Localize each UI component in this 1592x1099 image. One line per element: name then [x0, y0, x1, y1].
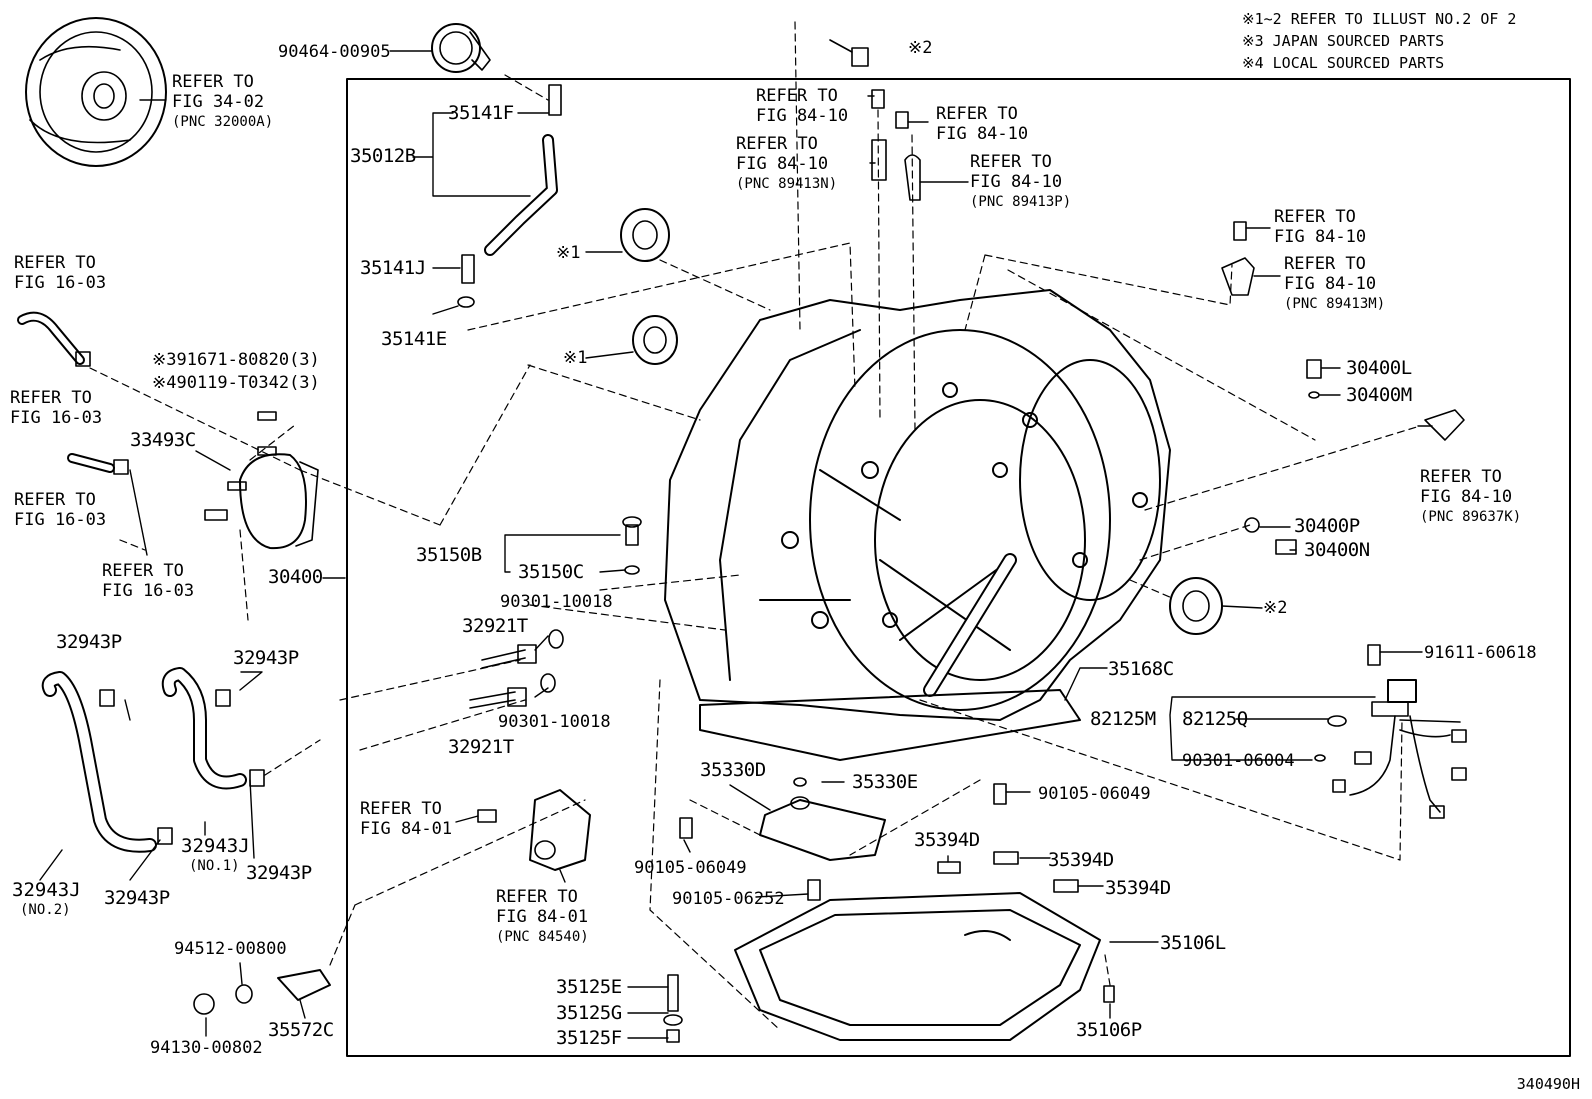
callout-32921T-b[interactable]: 32921T	[448, 736, 514, 758]
dashed-guides	[89, 21, 1421, 1031]
callout-35141F[interactable]: 35141F	[448, 102, 514, 124]
callout-32943P-c[interactable]: 32943P	[246, 862, 312, 884]
oil-pan-drawing	[734, 892, 1101, 1041]
case-flange-drawing	[699, 689, 1081, 761]
callout-32943J-no2[interactable]: 32943J (NO.2)	[12, 879, 81, 918]
callout-refer-fig-84-10-f[interactable]: REFER TO FIG 84-10 (PNC 89413M)	[1284, 254, 1386, 312]
callout-refer-fig-84-10-d[interactable]: REFER TO FIG 84-10 (PNC 89413P)	[970, 152, 1072, 210]
callout-35106L[interactable]: 35106L	[1160, 932, 1226, 954]
callout-90301-06004[interactable]: 90301-06004	[1182, 751, 1295, 771]
callout-82125Q[interactable]: 82125Q	[1182, 708, 1248, 730]
torque-converter-drawing	[25, 17, 167, 167]
callout-30400M[interactable]: 30400M	[1346, 384, 1412, 406]
callout-30400N[interactable]: 30400N	[1304, 539, 1370, 561]
callout-refer-fig-16-03-c[interactable]: REFER TO FIG 16-03	[14, 490, 107, 530]
callout-30400L[interactable]: 30400L	[1346, 357, 1412, 379]
callout-35572C[interactable]: 35572C	[268, 1019, 334, 1041]
callout-90301-10018-a[interactable]: 90301-10018	[500, 592, 613, 612]
callout-90105-06049-b[interactable]: 90105-06049	[1038, 784, 1151, 804]
cooler-hoses-drawing	[17, 311, 265, 853]
callout-32943P-d[interactable]: 32943P	[104, 887, 170, 909]
clamp-drawing	[431, 23, 491, 73]
callout-91671-80820[interactable]: ※391671-80820(3)	[152, 350, 320, 370]
callout-30400P[interactable]: 30400P	[1294, 515, 1360, 537]
callout-91611-60618[interactable]: 91611-60618	[1424, 643, 1537, 663]
callout-35394D-b[interactable]: 35394D	[1048, 849, 1114, 871]
wire-harness-drawing	[1314, 679, 1467, 819]
callout-refer-fig-16-03-a[interactable]: REFER TO FIG 16-03	[14, 253, 107, 293]
callout-35394D-c[interactable]: 35394D	[1105, 877, 1171, 899]
callout-star2-seal[interactable]: ※2	[1263, 598, 1288, 618]
callout-refer-fig-84-10-a[interactable]: REFER TO FIG 84-10	[756, 86, 849, 126]
footnote-3: ※4 LOCAL SOURCED PARTS	[1242, 54, 1445, 72]
callout-star1-seal-b[interactable]: ※1	[563, 348, 588, 368]
oil-seals-drawing	[620, 208, 1223, 635]
footnotes: ※1~2 REFER TO ILLUST NO.2 OF 2 ※3 JAPAN …	[1242, 8, 1516, 74]
callout-33493C[interactable]: 33493C	[130, 429, 196, 451]
callout-35330D[interactable]: 35330D	[700, 759, 766, 781]
callout-35150B[interactable]: 35150B	[416, 544, 482, 566]
callout-refer-fig-16-03-d[interactable]: REFER TO FIG 16-03	[102, 561, 195, 601]
neutral-switch-drawing	[477, 789, 591, 871]
callout-refer-fig-84-01-b[interactable]: REFER TO FIG 84-01 (PNC 84540)	[496, 887, 589, 945]
callout-star2-bolt[interactable]: ※2	[908, 38, 933, 58]
callout-94512-00800[interactable]: 94512-00800	[174, 939, 287, 959]
bolts-drawing	[663, 644, 1381, 1043]
bracket-drawing	[193, 969, 331, 1015]
callout-90301-10018-b[interactable]: 90301-10018	[498, 712, 611, 732]
transaxle-case-drawing	[664, 289, 1171, 721]
figure-code: 340490H	[1516, 1075, 1580, 1093]
callout-35141J[interactable]: 35141J	[360, 257, 426, 279]
callout-35125G[interactable]: 35125G	[556, 1002, 622, 1024]
callout-90105-06252[interactable]: 90105-06252	[672, 889, 785, 909]
callout-35168C[interactable]: 35168C	[1108, 658, 1174, 680]
callout-35106P[interactable]: 35106P	[1076, 1019, 1142, 1041]
callout-90119-T0342[interactable]: ※490119-T0342(3)	[152, 373, 320, 393]
callout-30400[interactable]: 30400	[268, 566, 323, 588]
callout-refer-fig-34-02[interactable]: REFER TO FIG 34-02 (PNC 32000A)	[172, 72, 274, 130]
footnote-2: ※3 JAPAN SOURCED PARTS	[1242, 32, 1445, 50]
callout-refer-fig-84-10-e[interactable]: REFER TO FIG 84-10	[1274, 207, 1367, 247]
callout-94130-00802[interactable]: 94130-00802	[150, 1038, 263, 1058]
callout-90464-00905[interactable]: 90464-00905	[278, 42, 391, 62]
speed-sensors-drawing	[829, 39, 1465, 555]
callout-refer-fig-84-10-b[interactable]: REFER TO FIG 84-10	[936, 104, 1029, 144]
footnote-1: ※1~2 REFER TO ILLUST NO.2 OF 2	[1242, 10, 1517, 28]
callout-32943P-b[interactable]: 32943P	[233, 647, 299, 669]
callout-35125F[interactable]: 35125F	[556, 1027, 622, 1049]
callout-35150C[interactable]: 35150C	[518, 561, 584, 583]
leader-lines	[39, 50, 1433, 1039]
callout-35330E[interactable]: 35330E	[852, 771, 918, 793]
diagram-frame	[346, 78, 1571, 1057]
callout-32921T-a[interactable]: 32921T	[462, 615, 528, 637]
filler-plug-drawing	[622, 516, 642, 575]
breather-hose-drawing	[457, 84, 562, 308]
callout-refer-fig-84-01-a[interactable]: REFER TO FIG 84-01	[360, 799, 453, 839]
callout-32943P-a[interactable]: 32943P	[56, 631, 122, 653]
callout-refer-fig-84-10-c[interactable]: REFER TO FIG 84-10 (PNC 89413N)	[736, 134, 838, 192]
union-fittings-drawing	[469, 629, 564, 709]
callout-refer-fig-84-10-g[interactable]: REFER TO FIG 84-10 (PNC 89637K)	[1420, 467, 1522, 525]
callout-35125E[interactable]: 35125E	[556, 976, 622, 998]
callout-star1-seal-a[interactable]: ※1	[556, 243, 581, 263]
callout-32943J-no1[interactable]: 32943J (NO.1)	[181, 835, 250, 874]
callout-35012B[interactable]: 35012B	[350, 145, 416, 167]
callout-35394D-a[interactable]: 35394D	[914, 829, 980, 851]
callout-90105-06049-a[interactable]: 90105-06049	[634, 858, 747, 878]
callout-82125M[interactable]: 82125M	[1090, 708, 1156, 730]
callout-refer-fig-16-03-b[interactable]: REFER TO FIG 16-03	[10, 388, 103, 428]
callout-35141E[interactable]: 35141E	[381, 328, 447, 350]
